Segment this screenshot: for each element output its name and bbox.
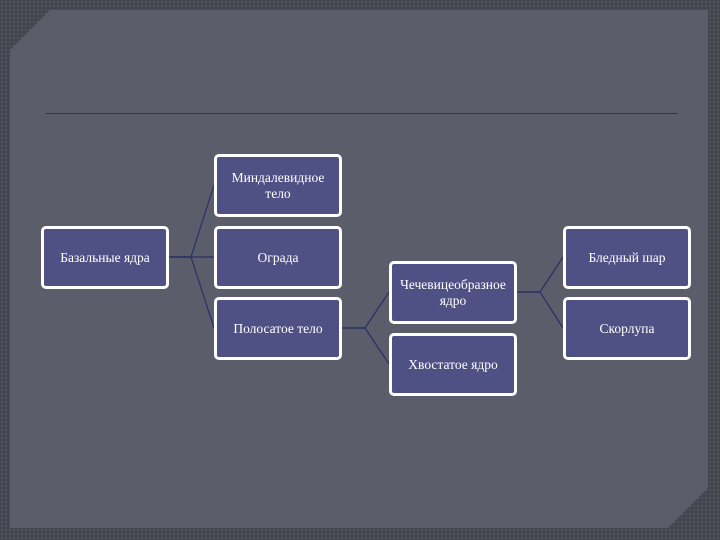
connector-basal-almond — [169, 184, 215, 258]
title-divider — [46, 113, 678, 114]
connector-lentiform-putamen — [517, 291, 564, 329]
connector-lentiform-globus — [517, 256, 564, 293]
node-striatum: Полосатое тело — [214, 297, 342, 360]
connector-striate-lentiform — [342, 291, 390, 329]
node-globus-pallidus: Бледный шар — [563, 226, 691, 289]
node-caudate-nucleus: Хвостатое ядро — [389, 333, 517, 396]
connector-striate-caudate — [342, 327, 390, 365]
node-claustrum: Ограда — [214, 226, 342, 289]
node-putamen: Скорлупа — [563, 297, 691, 360]
node-amygdala: Миндалевидное тело — [214, 154, 342, 217]
connector-basal-striate — [169, 256, 215, 329]
node-basal-nuclei: Базальные ядра — [41, 226, 169, 289]
node-lentiform-nucleus: Чечевицеобразное ядро — [389, 261, 517, 324]
